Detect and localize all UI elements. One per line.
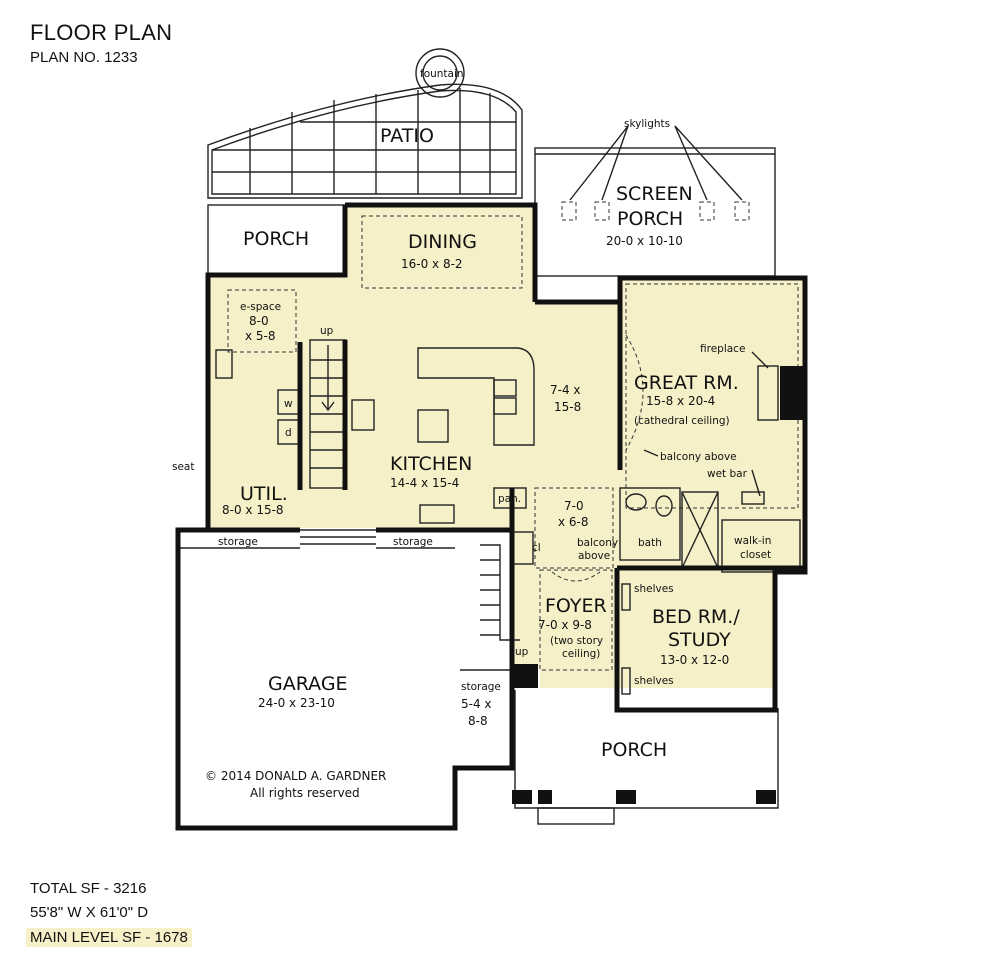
bedroom-label-1: BED RM./ [652, 606, 740, 628]
e-space-dims-1: 8-0 [249, 314, 269, 328]
copyright-line-1: © 2014 DONALD A. GARDNER [205, 769, 386, 783]
walls [175, 202, 808, 831]
garage-label: GARAGE [268, 673, 348, 695]
front-porch: PORCH [512, 690, 779, 825]
garage-storage-left-label: storage [218, 536, 258, 548]
washer-label: w [284, 398, 293, 410]
skylights-label: skylights [624, 118, 670, 130]
patio: PATIO fountain [207, 48, 523, 199]
storage-dims-2: 8-8 [468, 714, 488, 728]
shelves-label-bottom: shelves [634, 675, 674, 687]
foyer-note-1: (two story [550, 635, 603, 647]
balcony-label: balcony [577, 537, 618, 549]
storage-label: storage [461, 681, 501, 693]
nook-dims-2: 15-8 [554, 400, 581, 414]
bedroom-study: shelves shelves BED RM./ STUDY 13-0 x 12… [621, 583, 740, 695]
util-label: UTIL. [240, 483, 288, 505]
plan-title: FLOOR PLAN [30, 20, 173, 45]
foyer-dims: 7-0 x 9-8 [538, 618, 592, 632]
foyer-stairs-up-label: up [515, 646, 529, 658]
e-space-label: e-space [240, 301, 281, 313]
util-dims: 8-0 x 15-8 [222, 503, 284, 517]
plan-number: PLAN NO. 1233 [30, 49, 138, 66]
bath-label: bath [638, 537, 662, 549]
fireplace-label: fireplace [700, 343, 745, 355]
balcony-above-label: balcony above [660, 451, 737, 463]
dining-room: DINING 16-0 x 8-2 [361, 215, 523, 289]
garage-storage-right-label: storage [393, 536, 433, 548]
wet-bar-label: wet bar [707, 468, 748, 480]
front-porch-label: PORCH [601, 739, 667, 761]
foyer-note-2: ceiling) [562, 648, 600, 660]
screen-porch-label-1: SCREEN [616, 183, 693, 205]
bedroom-label-2: STUDY [668, 629, 731, 651]
foyer: up FOYER 7-0 x 9-8 (two story ceiling) [480, 544, 613, 688]
screen-porch: skylights SCREEN PORCH 20-0 x 10-10 [534, 118, 776, 277]
seat-label: seat [172, 461, 194, 473]
patio-label: PATIO [380, 125, 434, 147]
hall-dims-1: 7-0 [564, 499, 584, 513]
bedroom-dims: 13-0 x 12-0 [660, 653, 729, 667]
stairs-up-label: up [320, 325, 334, 337]
screen-porch-dims: 20-0 x 10-10 [606, 234, 683, 248]
overall-dimensions: 55'8" W X 61'0" D [30, 904, 149, 921]
closet-label: cl [532, 542, 541, 554]
hall-dims-2: x 6-8 [558, 515, 589, 529]
dining-label: DINING [408, 231, 477, 253]
great-room: fireplace GREAT RM. 15-8 x 20-4 (cathedr… [625, 283, 805, 509]
kitchen-dims: 14-4 x 15-4 [390, 476, 459, 490]
utility-room: w d UTIL. 8-0 x 15-8 seat [172, 349, 301, 517]
walk-in-label: walk-in [734, 535, 771, 547]
main-level-sf: MAIN LEVEL SF - 1678 [26, 928, 192, 947]
kitchen-label: KITCHEN [390, 453, 472, 475]
total-sf: TOTAL SF - 3216 [30, 880, 147, 897]
rear-porch-label: PORCH [243, 228, 309, 250]
copyright-line-2: All rights reserved [250, 786, 360, 800]
storage-dims-1: 5-4 x [461, 697, 492, 711]
above-label: above [578, 550, 610, 562]
bath: bath walk-in closet [619, 487, 801, 573]
garage: storage storage GARAGE 24-0 x 23-10 © 20… [180, 529, 510, 800]
walk-in-closet-label: closet [740, 549, 771, 561]
fountain-label: fountain [420, 68, 464, 80]
great-room-dims: 15-8 x 20-4 [646, 394, 715, 408]
screen-porch-label-2: PORCH [617, 208, 683, 230]
garage-dims: 24-0 x 23-10 [258, 696, 335, 710]
great-room-note: (cathedral ceiling) [634, 415, 730, 427]
dining-dims: 16-0 x 8-2 [401, 257, 463, 271]
e-space-dims-2: x 5-8 [245, 329, 276, 343]
great-room-label: GREAT RM. [634, 372, 739, 394]
e-space: e-space 8-0 x 5-8 [227, 289, 297, 353]
nook: 7-4 x 15-8 [550, 383, 581, 414]
nook-dims-1: 7-4 x [550, 383, 581, 397]
hall: 7-0 x 6-8 cl balcony above [512, 487, 618, 582]
shelves-label-top: shelves [634, 583, 674, 595]
rear-porch: PORCH [207, 204, 346, 276]
foyer-label: FOYER [545, 595, 607, 617]
dryer-label: d [285, 427, 292, 439]
